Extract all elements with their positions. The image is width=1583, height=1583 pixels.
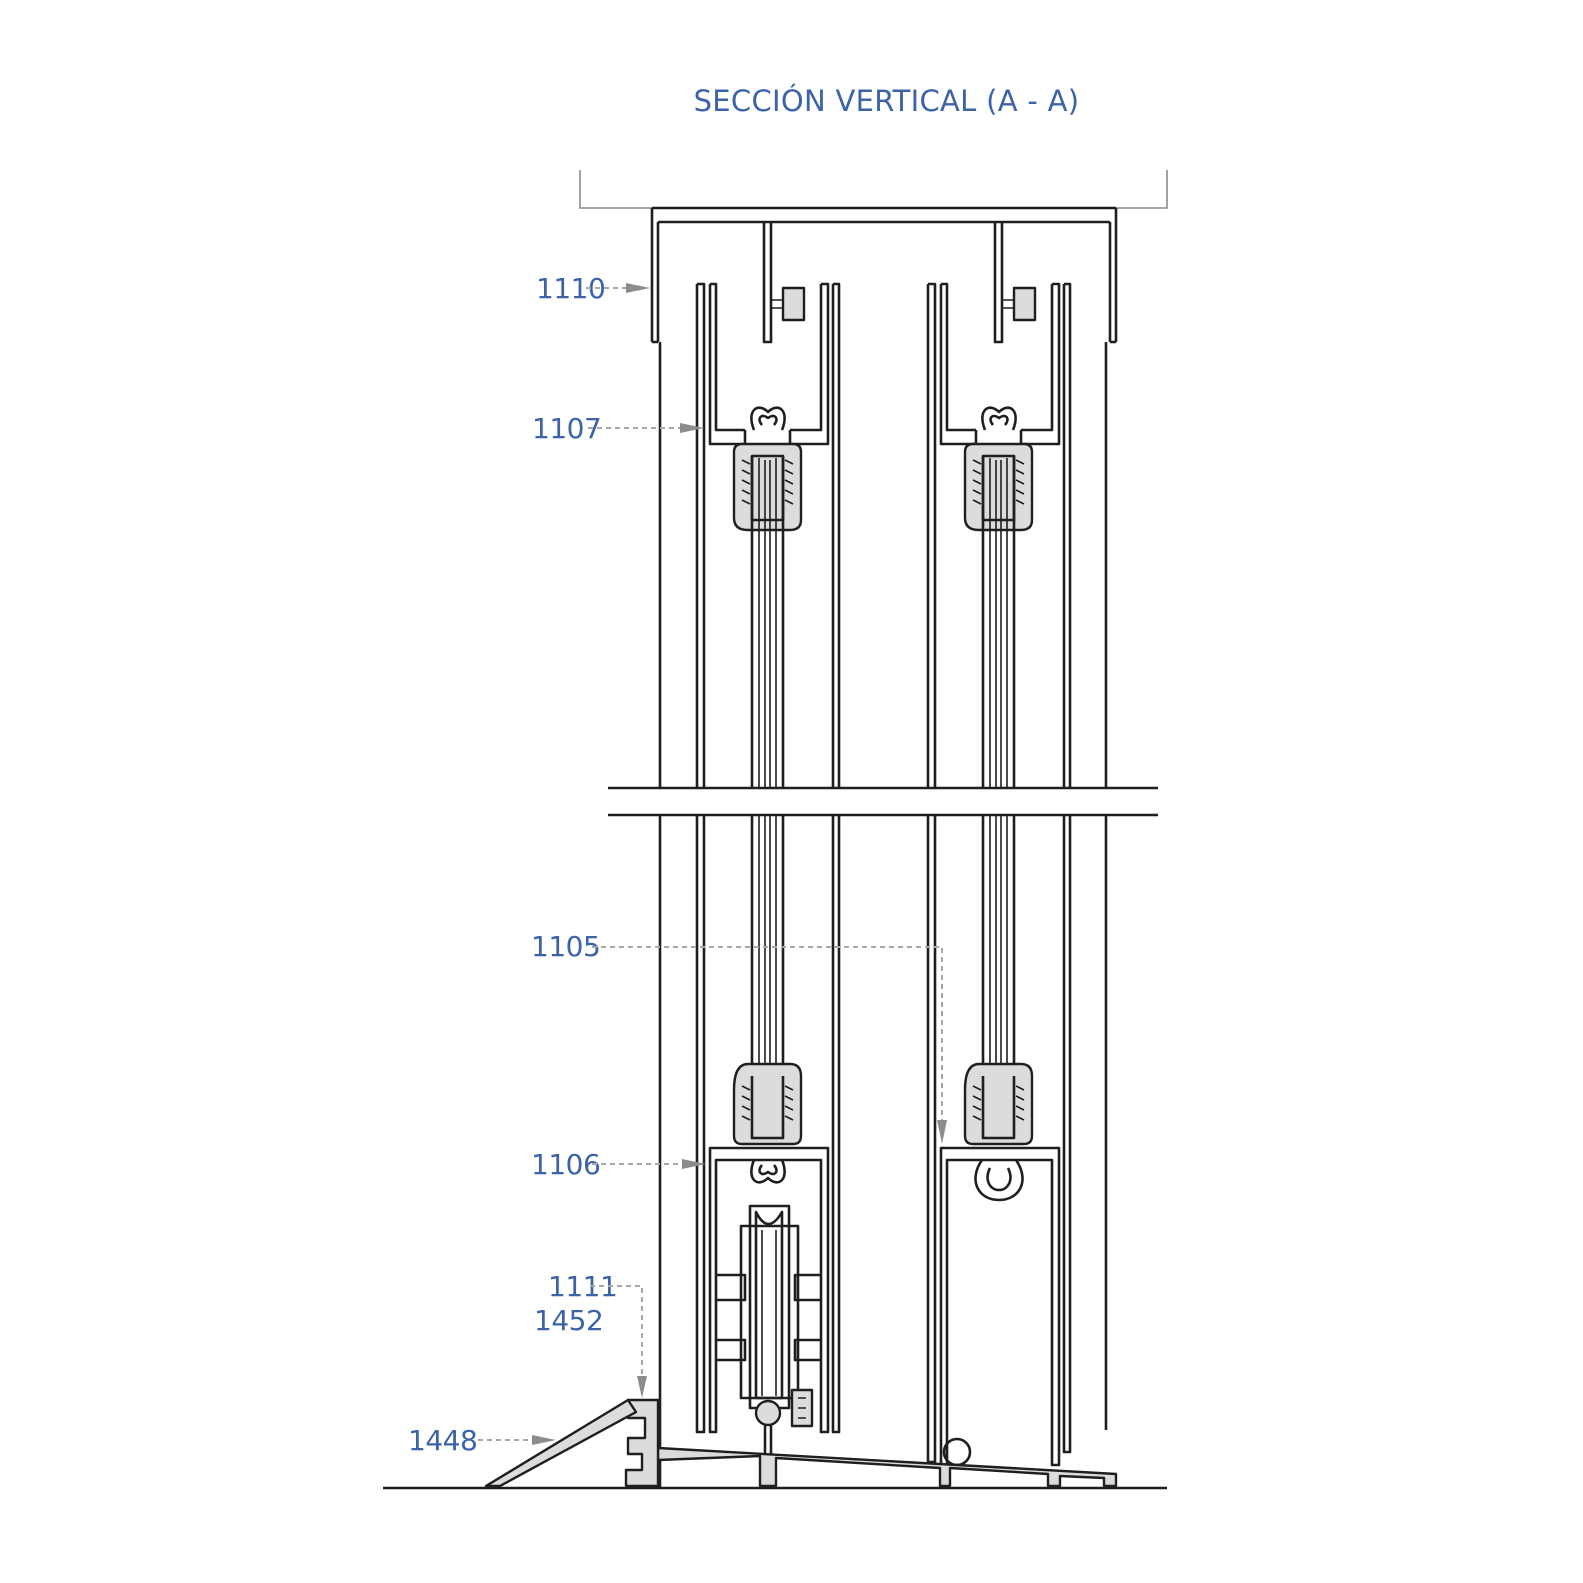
leader-1110 (586, 283, 650, 293)
right-sash-top-profile (926, 282, 1072, 788)
callout-1452: 1452 (534, 1304, 604, 1337)
callout-1448: 1448 (408, 1424, 478, 1457)
outer-frame-lines (658, 342, 1108, 1488)
callout-1111: 1111 (548, 1270, 618, 1303)
callout-1105: 1105 (531, 930, 601, 963)
section-title: SECCIÓN VERTICAL (A - A) (693, 84, 1080, 118)
callout-1106: 1106 (531, 1148, 601, 1181)
leader-1107 (588, 423, 704, 433)
break-lines (608, 786, 1158, 817)
top-frame-profile-1110 (650, 206, 1118, 344)
leader-1448 (478, 1435, 556, 1445)
callout-1110: 1110 (536, 272, 606, 305)
ramp-profile-1448 (484, 1398, 638, 1488)
leader-1111-1452 (590, 1285, 647, 1398)
left-roller-assembly (739, 1204, 814, 1485)
right-sash-bottom-profile-1105 (926, 815, 1072, 1467)
threshold-profile-1111-1452 (624, 1398, 660, 1488)
left-glass-pane (750, 456, 785, 1138)
left-sash-bottom-profile-1106 (695, 815, 841, 1434)
leader-1106 (592, 1159, 706, 1169)
leader-1105 (592, 946, 947, 1144)
right-glass-pane (981, 456, 1016, 1138)
bottom-track (656, 1446, 1118, 1488)
left-sash-top-profile-1107 (695, 282, 841, 788)
ceiling-outline (579, 170, 1168, 209)
